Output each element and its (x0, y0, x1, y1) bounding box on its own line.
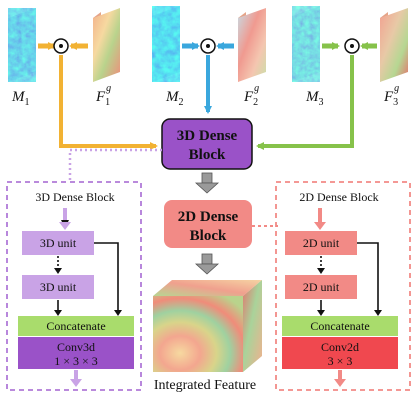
right-conv-box (282, 337, 398, 369)
svg-text:M3: M3 (305, 89, 324, 108)
map3-label: M (305, 89, 320, 105)
feature-slab-2 (238, 8, 266, 82)
multiply-operator-3 (344, 38, 360, 54)
left-panel-title: 3D Dense Block (35, 190, 114, 204)
left-conv-line2: 1 × 3 × 3 (54, 354, 98, 368)
right-unit1-box (285, 231, 357, 255)
right-concat-box (282, 316, 398, 336)
left-conv-box (18, 337, 134, 369)
right-panel-title: 2D Dense Block (299, 190, 378, 204)
map-3 (292, 6, 320, 82)
right-unit2-label: 2D unit (303, 280, 340, 294)
feature-slab-1 (93, 8, 120, 82)
feat2-superscript: g (254, 83, 259, 94)
svg-text:M2: M2 (165, 89, 184, 108)
feat3-superscript: g (394, 83, 399, 94)
left-unit2-label: 3D unit (40, 280, 77, 294)
left-panel-3d-detail: 3D Dense Block 3D unit 3D unit Concatena… (6, 181, 142, 391)
feat1-superscript: g (106, 83, 111, 94)
input-group-3: M3 F3g (292, 6, 408, 108)
main-3d-dense-block: 3D Dense Block (161, 118, 253, 170)
feat1-label: F (95, 89, 106, 105)
right-conv-line1: Conv2d (321, 340, 359, 354)
multiply-operator-2 (200, 38, 216, 54)
connector-lime (256, 55, 354, 150)
right-unit1-label: 2D unit (303, 236, 340, 250)
feat3-subscript: 3 (393, 97, 398, 108)
right-out-arrow (334, 379, 346, 387)
feat1-subscript: 1 (105, 97, 110, 108)
integrated-feature-cube (153, 280, 262, 372)
right-concat-label: Concatenate (310, 319, 369, 333)
svg-text:F3g: F3 g (383, 83, 399, 108)
connector-gold (59, 55, 158, 150)
input-group-1: M1 F1g (8, 8, 120, 108)
dotted-link-3d (68, 148, 162, 181)
map3-subscript: 3 (319, 97, 324, 108)
right-conv-line2: 3 × 3 (328, 354, 353, 368)
main-2d-block-line2: Block (190, 228, 227, 244)
map1-subscript: 1 (25, 97, 30, 108)
multiply-operator-1 (53, 38, 69, 54)
gray-arrow-1 (194, 172, 220, 194)
main-3d-block-line2: Block (189, 147, 226, 163)
feat2-subscript: 2 (253, 97, 258, 108)
right-panel-2d-detail: 2D Dense Block 2D unit 2D unit Concatena… (275, 181, 411, 391)
feat2-label: F (243, 89, 254, 105)
left-concat-label: Concatenate (46, 319, 105, 333)
output-label: Integrated Feature (154, 378, 256, 393)
left-conv-line1: Conv3d (57, 340, 95, 354)
svg-text:M1: M1 (11, 89, 30, 108)
gray-arrow-2 (194, 253, 220, 275)
left-unit1-label: 3D unit (40, 236, 77, 250)
left-out-arrow (70, 379, 82, 387)
main-3d-block-line1: 3D Dense (177, 128, 238, 144)
map-1 (8, 8, 36, 82)
map2-label: M (165, 89, 180, 105)
svg-text:F1g: F1 g (95, 83, 111, 108)
left-concat-box (18, 316, 134, 336)
input-group-2: M2 F2g (152, 6, 266, 108)
feature-slab-3 (380, 8, 408, 82)
map2-subscript: 2 (179, 97, 184, 108)
svg-text:F2g: F2 g (243, 83, 259, 108)
left-unit2-box (22, 275, 94, 299)
right-in-arrow (314, 222, 326, 230)
right-unit2-box (285, 275, 357, 299)
main-2d-block-line1: 2D Dense (178, 209, 239, 225)
map-2 (152, 6, 180, 82)
feat3-label: F (383, 89, 394, 105)
left-unit1-box (22, 231, 94, 255)
map1-label: M (11, 89, 26, 105)
main-2d-dense-block: 2D Dense Block (164, 200, 252, 248)
